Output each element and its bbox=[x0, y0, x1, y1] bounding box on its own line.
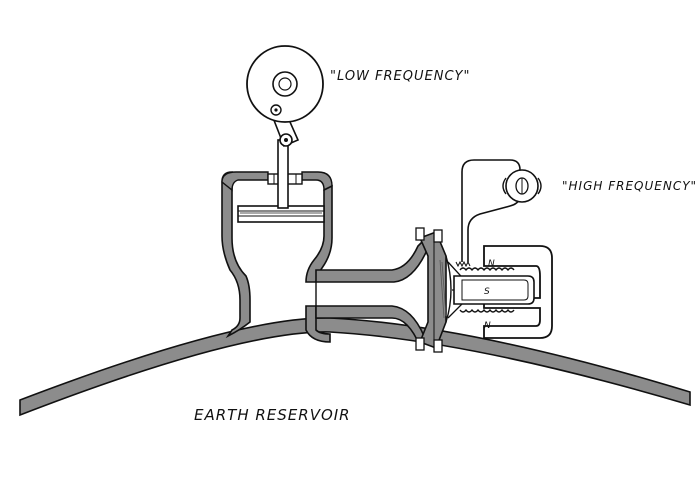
low-frequency-flywheel bbox=[246, 45, 324, 123]
diaphragm-flange bbox=[418, 230, 452, 350]
flange-bolt-bottom bbox=[415, 337, 443, 353]
pole-label-n-top: N bbox=[488, 259, 496, 269]
earth-reservoir-dome bbox=[19, 317, 691, 417]
electromagnet bbox=[453, 245, 553, 339]
high-frequency-label: "HIGH FREQUENCY" bbox=[562, 179, 697, 193]
flange-bolt-top bbox=[415, 227, 443, 243]
low-frequency-label: "LOW FREQUENCY" bbox=[330, 69, 470, 84]
high-frequency-generator bbox=[502, 169, 542, 203]
piston-rod bbox=[267, 139, 303, 209]
pole-label-s: S bbox=[484, 287, 491, 297]
piston-cylinder bbox=[221, 171, 333, 343]
coil-windings-top bbox=[459, 267, 515, 272]
pole-label-n-bottom: N bbox=[484, 321, 492, 331]
coil-windings-bottom bbox=[459, 308, 515, 313]
earth-reservoir-label: EARTH RESERVOIR bbox=[194, 406, 351, 424]
